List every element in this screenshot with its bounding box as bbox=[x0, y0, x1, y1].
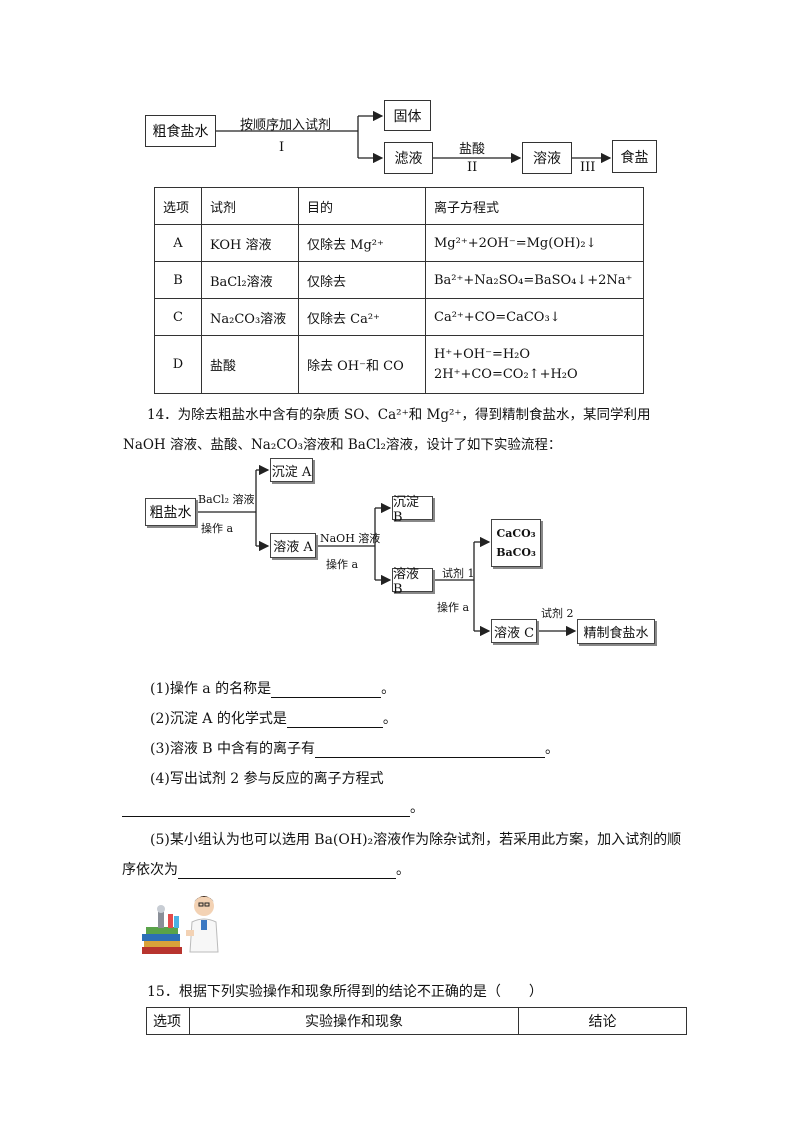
flow1-end-label: 食盐 bbox=[620, 149, 649, 166]
table-header-cell: 选项 bbox=[146, 1007, 190, 1035]
flow2-op3-label: 操作 a bbox=[437, 601, 470, 614]
q14-sub5-line2: 序依次为 。 bbox=[122, 859, 410, 879]
flow2-sol-c-box: 溶液 C bbox=[491, 619, 537, 643]
table-header-cell: 实验操作和现象 bbox=[189, 1007, 519, 1035]
flow1-end-box: 食盐 bbox=[612, 140, 657, 173]
flow1-step-label: 按顺序加入试剂 bbox=[240, 118, 332, 133]
flow1-solid-box: 固体 bbox=[384, 100, 431, 131]
table-cell: B bbox=[154, 261, 202, 299]
table-header-cell: 离子方程式 bbox=[425, 187, 644, 225]
flow1-step3-num: III bbox=[580, 160, 596, 175]
q14-sub4: (4)写出试剂 2 参与反应的离子方程式 bbox=[150, 771, 384, 787]
table-cell: BaCl₂溶液 bbox=[201, 261, 299, 299]
q14-sub2: (2)沉淀 A 的化学式是 。 bbox=[150, 708, 397, 728]
table-header-cell: 试剂 bbox=[201, 187, 299, 225]
flow2-sol-b-label: 溶液 B bbox=[393, 567, 420, 597]
period: 。 bbox=[382, 711, 397, 727]
period: 。 bbox=[545, 741, 560, 757]
flow2-end-label: 精制食盐水 bbox=[583, 626, 649, 641]
flow1-start-label: 粗食盐水 bbox=[152, 124, 209, 140]
flow2-reagent3-label: 试剂 1 bbox=[442, 567, 475, 580]
flow1-start-box: 粗食盐水 bbox=[145, 115, 216, 147]
flow1-solution-label: 溶液 bbox=[533, 151, 561, 167]
equation-line: H⁺+OH⁻=H₂O bbox=[434, 346, 531, 362]
flow1-acid-num: II bbox=[467, 160, 478, 175]
table-cell: H⁺+OH⁻=H₂O 2H⁺+CO=CO₂↑+H₂O bbox=[425, 335, 644, 394]
flow2-ppt-a-box: 沉淀 A bbox=[270, 458, 313, 482]
period: 。 bbox=[396, 862, 410, 878]
flow2-ppt-b-label: 沉淀 B bbox=[393, 495, 420, 525]
reagent-table: 选项 试剂 目的 离子方程式 A KOH 溶液 仅除去 Mg²⁺ Mg²⁺+2O… bbox=[154, 187, 644, 394]
q14-line1: 14．为除去粗盐水中含有的杂质 SO、Ca²⁺和 Mg²⁺，得到精制食盐水，某同… bbox=[147, 407, 651, 423]
flow2-op2-label: 操作 a bbox=[326, 558, 359, 571]
equation-line: 2H⁺+CO=CO₂↑+H₂O bbox=[434, 366, 578, 382]
table-header-cell: 选项 bbox=[154, 187, 202, 225]
flow1-step-num: I bbox=[279, 140, 285, 155]
period: 。 bbox=[410, 800, 424, 816]
flow2-sol-c-label: 溶液 C bbox=[493, 625, 535, 641]
flow2-ppt-b-box: 沉淀 B bbox=[392, 495, 433, 525]
table-cell: D bbox=[154, 335, 202, 394]
q14-sub2-text: (2)沉淀 A 的化学式是 bbox=[150, 711, 287, 727]
flow1-solid-label: 固体 bbox=[393, 108, 422, 125]
q14-sub3-text: (3)溶液 B 中含有的离子有 bbox=[150, 741, 316, 757]
period: 。 bbox=[381, 681, 396, 697]
table-header-row: 选项 实验操作和现象 结论 bbox=[146, 1007, 687, 1035]
flow1-acid-label: 盐酸 bbox=[459, 142, 486, 157]
table-header-row: 选项 试剂 目的 离子方程式 bbox=[154, 187, 644, 225]
flow1-filtrate-label: 滤液 bbox=[394, 151, 423, 167]
flow1-filtrate-box: 滤液 bbox=[384, 142, 433, 174]
table-cell: Na₂CO₃溶液 bbox=[201, 298, 299, 336]
q14-sub3: (3)溶液 B 中含有的离子有 。 bbox=[150, 738, 559, 758]
flow2-sol-a-box: 溶液 A bbox=[270, 533, 316, 558]
flow2-caco3-label: CaCO₃ bbox=[496, 527, 536, 540]
flow2-reagent1-label: BaCl₂ 溶液 bbox=[198, 493, 255, 506]
q15-text: 15．根据下列实验操作和现象所得到的结论不正确的是（ ） bbox=[147, 984, 543, 1000]
q14-line2: NaOH 溶液、盐酸、Na₂CO₃溶液和 BaCl₂溶液，设计了如下实验流程： bbox=[123, 437, 562, 453]
answer-blank[interactable] bbox=[122, 802, 410, 817]
table-cell: 仅除去 bbox=[298, 261, 426, 299]
flow2-reagent4-label: 试剂 2 bbox=[541, 607, 574, 620]
q14-sub5-line1: (5)某小组认为也可以选用 Ba(OH)₂溶液作为除杂试剂，若采用此方案，加入试… bbox=[150, 832, 682, 848]
table-row: B BaCl₂溶液 仅除去 Ba²⁺+Na₂SO₄=BaSO₄↓+2Na⁺ bbox=[154, 261, 644, 299]
q15-table: 选项 实验操作和现象 结论 bbox=[146, 1007, 687, 1035]
flow2-start-box: 粗盐水 bbox=[145, 498, 196, 526]
q14-sub1: (1)操作 a 的名称是 。 bbox=[150, 678, 395, 698]
flow2-start-label: 粗盐水 bbox=[149, 505, 192, 521]
flow2-end-box: 精制食盐水 bbox=[577, 619, 655, 644]
flow2-carbonate-box: CaCO₃ BaCO₃ bbox=[491, 519, 541, 567]
flow2-reagent2-label: NaOH 溶液 bbox=[320, 532, 381, 545]
flow2-baco3-label: BaCO₃ bbox=[496, 546, 536, 559]
table-row: A KOH 溶液 仅除去 Mg²⁺ Mg²⁺+2OH⁻=Mg(OH)₂↓ bbox=[154, 224, 644, 262]
table-header-cell: 结论 bbox=[518, 1007, 687, 1035]
table-cell: 仅除去 Ca²⁺ bbox=[298, 298, 426, 336]
table-header-cell: 目的 bbox=[298, 187, 426, 225]
answer-blank[interactable] bbox=[286, 713, 383, 728]
flow2-sol-b-box: 溶液 B bbox=[392, 567, 433, 597]
table-cell: Ca²⁺+CO=CaCO₃↓ bbox=[425, 298, 644, 336]
flow1-solution-box: 溶液 bbox=[522, 142, 572, 174]
table-row: D 盐酸 除去 OH⁻和 CO H⁺+OH⁻=H₂O 2H⁺+CO=CO₂↑+H… bbox=[154, 335, 644, 394]
flow2-ppt-a-label: 沉淀 A bbox=[271, 464, 312, 480]
q14-sub4-answer: 。 bbox=[122, 797, 424, 817]
answer-blank[interactable] bbox=[315, 743, 546, 758]
q14-sub1-text: (1)操作 a 的名称是 bbox=[150, 681, 272, 697]
table-cell: 盐酸 bbox=[201, 335, 299, 394]
table-row: C Na₂CO₃溶液 仅除去 Ca²⁺ Ca²⁺+CO=CaCO₃↓ bbox=[154, 298, 644, 336]
table-cell: 除去 OH⁻和 CO bbox=[298, 335, 426, 394]
table-cell: C bbox=[154, 298, 202, 336]
answer-blank[interactable] bbox=[178, 864, 396, 879]
q14-sub5-text: 序依次为 bbox=[122, 862, 178, 878]
table-cell: A bbox=[154, 224, 202, 262]
flow2-op-label: 操作 a bbox=[201, 522, 234, 535]
table-cell: Ba²⁺+Na₂SO₄=BaSO₄↓+2Na⁺ bbox=[425, 261, 644, 299]
table-cell: Mg²⁺+2OH⁻=Mg(OH)₂↓ bbox=[425, 224, 644, 262]
table-cell: 仅除去 Mg²⁺ bbox=[298, 224, 426, 262]
answer-blank[interactable] bbox=[271, 683, 382, 698]
table-cell: KOH 溶液 bbox=[201, 224, 299, 262]
flow2-sol-a-label: 溶液 A bbox=[273, 540, 313, 555]
scientist-illustration bbox=[142, 896, 219, 954]
